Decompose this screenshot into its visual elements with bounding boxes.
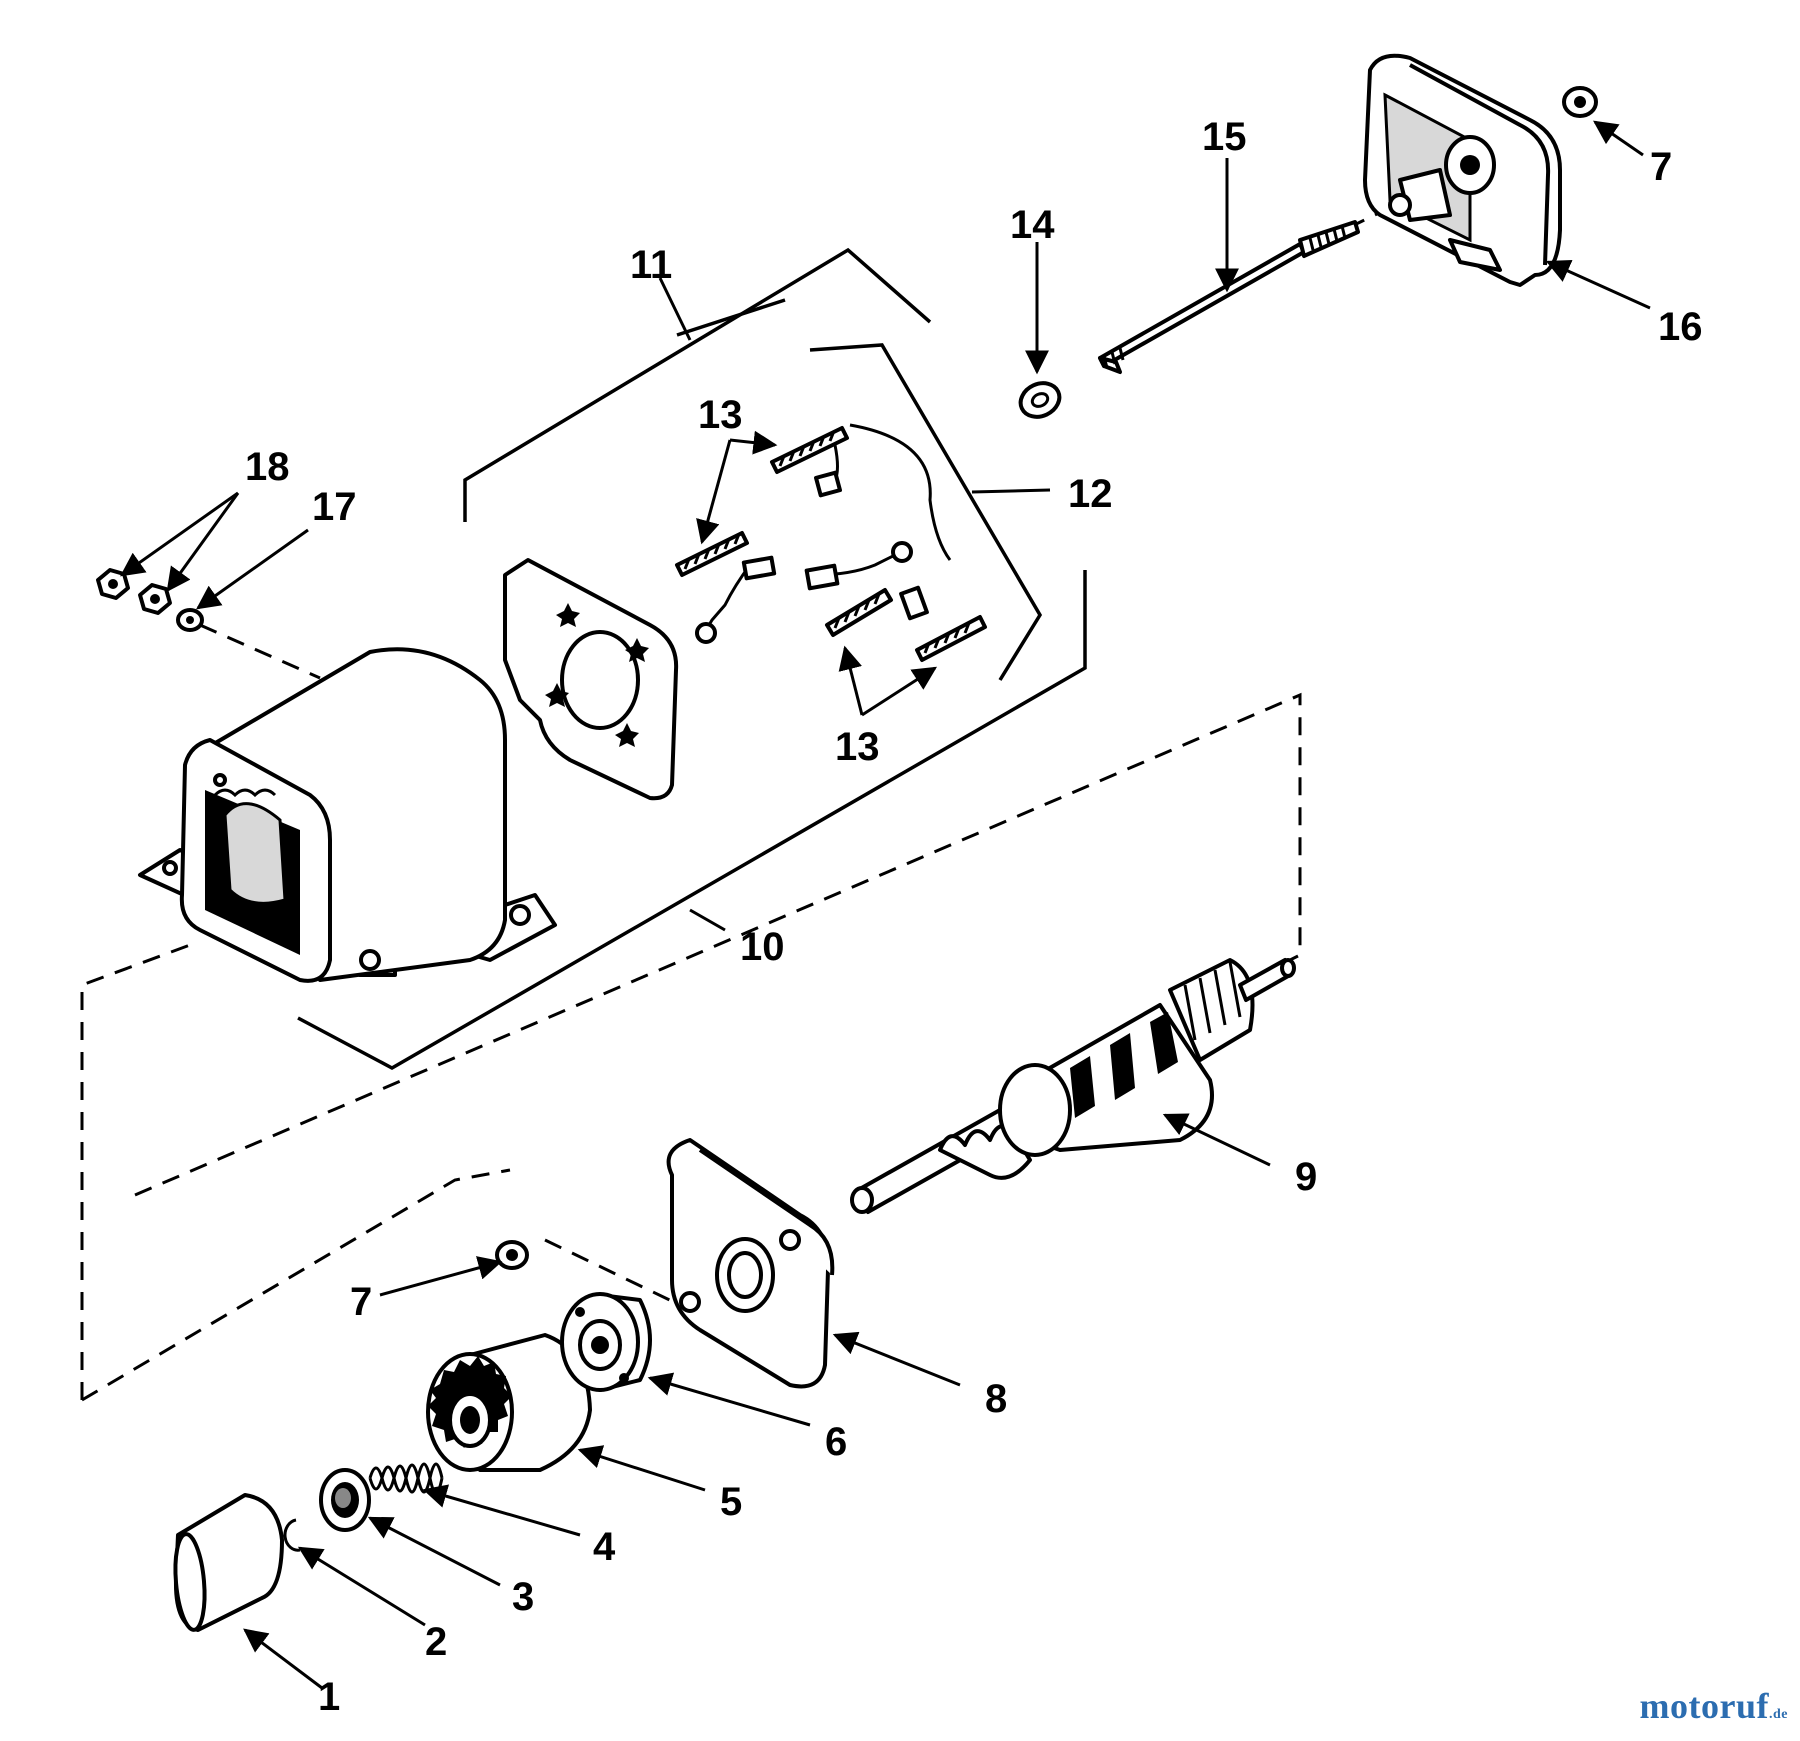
callout-labels: 1 2 3 4 5 6 7 8 9 10 11 12 13 13 14 15 1…	[245, 115, 1703, 1719]
part-16-commutator-cap	[1363, 53, 1562, 287]
part-9-armature	[850, 958, 1296, 1214]
part-2-snap-ring	[283, 1518, 301, 1552]
part-12-brush-leads	[695, 423, 952, 644]
callout-6: 6	[825, 1420, 847, 1464]
callout-18: 18	[245, 445, 290, 489]
part-15-through-bolt	[1098, 220, 1360, 374]
part-13-brush-springs	[675, 426, 987, 662]
part-10-motor-housing	[138, 647, 557, 983]
callout-8: 8	[985, 1377, 1007, 1421]
callout-7-upper: 7	[1650, 145, 1672, 189]
part-5-drive-gear	[426, 1333, 592, 1472]
part-8-end-cap	[666, 1138, 835, 1389]
callout-9: 9	[1295, 1155, 1317, 1199]
callout-leaders	[120, 120, 1651, 1690]
part-6-hub	[560, 1292, 652, 1392]
callout-2: 2	[425, 1620, 447, 1664]
part-17-terminal-washer	[176, 608, 204, 632]
callout-17: 17	[312, 485, 357, 529]
part-11-brush-plate	[503, 558, 679, 801]
watermark-logo: motoruf.de	[1640, 1685, 1788, 1727]
part-7-nut-lower	[495, 1240, 529, 1270]
callout-1: 1	[318, 1675, 340, 1719]
callout-4: 4	[593, 1525, 616, 1569]
callout-5: 5	[720, 1480, 742, 1524]
part-14-washer	[1018, 381, 1062, 419]
part-18-nuts	[96, 568, 172, 615]
callout-14: 14	[1010, 203, 1055, 247]
callout-16: 16	[1658, 305, 1703, 349]
callout-7-lower: 7	[350, 1280, 372, 1324]
callout-10: 10	[740, 925, 785, 969]
assembly-brackets	[80, 196, 1411, 1402]
part-3-collar	[319, 1468, 371, 1532]
watermark-brand: motoruf	[1639, 1686, 1769, 1726]
callout-15: 15	[1202, 115, 1247, 159]
callout-12: 12	[1068, 472, 1113, 516]
callout-11: 11	[630, 243, 672, 287]
part-4-spring	[368, 1462, 444, 1495]
watermark-tld: .de	[1769, 1707, 1788, 1722]
part-7-nut-upper	[1562, 86, 1598, 118]
part-1-cap	[173, 1493, 284, 1632]
callout-13-lower: 13	[835, 725, 880, 769]
callout-13-upper: 13	[698, 393, 743, 437]
callout-3: 3	[512, 1575, 534, 1619]
